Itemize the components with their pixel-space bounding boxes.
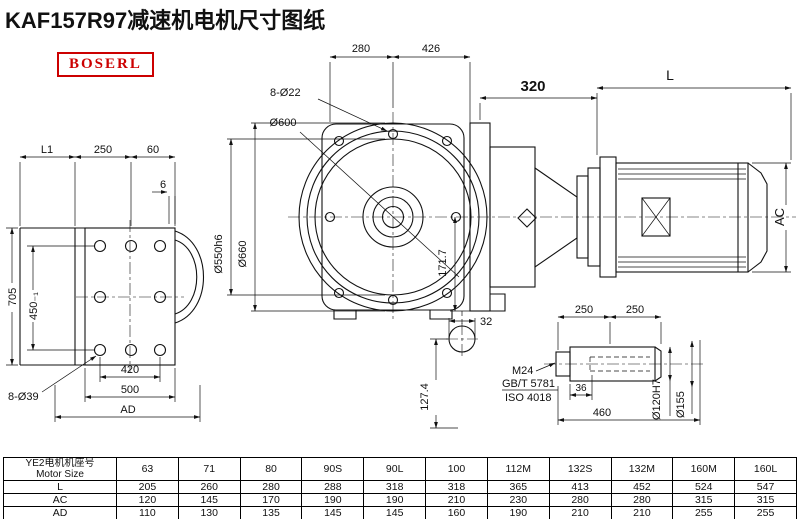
front-view: L1 250 60 6 705 450₋₁ 8-Ø39 420 500 AD xyxy=(6,144,204,422)
dim-label-660: Ø660 xyxy=(237,241,249,268)
column-header: 132M xyxy=(610,457,674,481)
dim-cell: 135 xyxy=(239,506,303,519)
dim-label-450: 450₋₁ xyxy=(28,292,40,320)
dim-cell: 230 xyxy=(486,493,550,507)
dim-cell: 190 xyxy=(486,506,550,519)
dim-cell: 190 xyxy=(363,493,427,507)
standard-iso: ISO 4018 xyxy=(505,392,551,404)
dim-cell: 255 xyxy=(672,506,736,519)
column-header: 160M xyxy=(672,457,736,481)
shaft-detail: 250 250 M24 GB/T 5781 ISO 4018 36 460 Ø1… xyxy=(502,304,706,425)
dim-cell: 280 xyxy=(239,480,303,494)
dim-label-600: Ø600 xyxy=(270,117,297,129)
dim-cell: 452 xyxy=(610,480,674,494)
row-label: L xyxy=(3,480,117,494)
dim-cell: 280 xyxy=(610,493,674,507)
dim-cell: 145 xyxy=(363,506,427,519)
boserl-logo: BOSERL xyxy=(57,52,154,77)
dim-cell: 160 xyxy=(425,506,488,519)
boserl-logo-text: BOSERL xyxy=(69,56,142,72)
dim-cell: 318 xyxy=(363,480,427,494)
column-header: 90L xyxy=(363,457,427,481)
dim-cell: 145 xyxy=(177,493,241,507)
dim-cell: 210 xyxy=(425,493,488,507)
dim-cell: 210 xyxy=(548,506,612,519)
dim-cell: 280 xyxy=(548,493,612,507)
side-view: 320 L AC xyxy=(469,67,792,312)
dim-label-ad: AD xyxy=(120,404,135,416)
table-corner-header: YE2电机机座号 Motor Size xyxy=(3,457,117,481)
column-header: 112M xyxy=(486,457,550,481)
dim-cell: 547 xyxy=(734,480,797,494)
column-header: 160L xyxy=(734,457,797,481)
dim-label-705: 705 xyxy=(7,288,19,306)
standard-gbt: GB/T 5781 xyxy=(502,378,555,390)
column-header: 63 xyxy=(116,457,179,481)
row-label: AC xyxy=(3,493,117,507)
dim-label-155: Ø155 xyxy=(675,391,687,418)
motor-size-label-en: Motor Size xyxy=(36,469,84,480)
dim-cell: 110 xyxy=(116,506,179,519)
dim-label-120: Ø120H7 xyxy=(651,379,663,420)
dim-cell: 315 xyxy=(734,493,797,507)
dim-cell: 315 xyxy=(672,493,736,507)
dim-cell: 205 xyxy=(116,480,179,494)
dim-label-32: 32 xyxy=(480,316,492,328)
column-header: 80 xyxy=(239,457,303,481)
dim-label-280: 280 xyxy=(352,43,370,55)
dim-label-250a: 250 xyxy=(575,304,593,316)
dim-label-l1: L1 xyxy=(41,144,53,156)
dim-label-550: Ø550h6 xyxy=(213,234,225,273)
dim-cell: 524 xyxy=(672,480,736,494)
dim-label-36: 36 xyxy=(575,383,587,394)
dim-label-l: L xyxy=(666,67,674,83)
column-header: 100 xyxy=(425,457,488,481)
dim-label-171: 171.7 xyxy=(437,249,449,277)
dim-label-250b: 250 xyxy=(626,304,644,316)
dim-label-60: 60 xyxy=(147,144,159,156)
dim-cell: 255 xyxy=(734,506,797,519)
bolt-callout-39: 8-Ø39 xyxy=(8,391,39,403)
column-header: 90S xyxy=(301,457,365,481)
dim-cell: 120 xyxy=(116,493,179,507)
dim-label-127: 127.4 xyxy=(419,383,431,411)
bolt-callout-22: 8-Ø22 xyxy=(270,87,301,99)
page-title: KAF157R97减速机电机尺寸图纸 xyxy=(5,8,326,33)
dim-label-426: 426 xyxy=(422,43,440,55)
dim-label-420: 420 xyxy=(121,364,139,376)
dim-label-500: 500 xyxy=(121,384,139,396)
column-header: 71 xyxy=(177,457,241,481)
flange-view: 280 426 8-Ø22 Ø600 Ø550h6 Ø660 171.7 32 … xyxy=(213,43,796,429)
dim-cell: 318 xyxy=(425,480,488,494)
row-label: AD xyxy=(3,506,117,519)
motor-size-label-cn: YE2电机机座号 xyxy=(25,458,95,470)
dim-cell: 288 xyxy=(301,480,365,494)
dim-label-ac: AC xyxy=(772,208,787,226)
column-header: 132S xyxy=(548,457,612,481)
dim-cell: 260 xyxy=(177,480,241,494)
thread-callout-m24: M24 xyxy=(512,365,533,377)
dim-label-460: 460 xyxy=(593,407,611,419)
dim-cell: 170 xyxy=(239,493,303,507)
dim-label-320: 320 xyxy=(520,78,545,95)
dim-label-250: 250 xyxy=(94,144,112,156)
dim-cell: 145 xyxy=(301,506,365,519)
dim-label-6: 6 xyxy=(160,179,166,191)
dim-cell: 210 xyxy=(610,506,674,519)
dim-cell: 130 xyxy=(177,506,241,519)
dim-cell: 190 xyxy=(301,493,365,507)
dim-cell: 365 xyxy=(486,480,550,494)
dim-cell: 413 xyxy=(548,480,612,494)
